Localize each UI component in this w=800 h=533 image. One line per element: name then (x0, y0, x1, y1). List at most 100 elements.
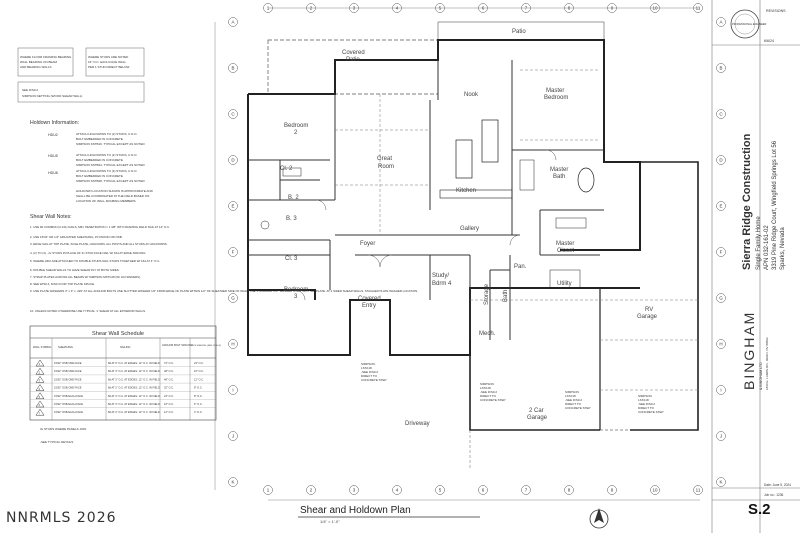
grid-bubble (228, 63, 238, 73)
simpson-callouts: SIMPSON LSTA18 -SEE D/S0.2 DIRECT TO CON… (361, 362, 664, 414)
schedule-cell: 48" O.C. (164, 369, 174, 373)
grid-bubble (478, 485, 488, 495)
svg-text:HDU5: HDU5 (48, 154, 58, 158)
shear-wall-schedule: Shear Wall Schedule WALL SYMBOL SHEATHIN… (29, 325, 221, 444)
grid-bubble (716, 293, 726, 303)
svg-text:Patio: Patio (346, 57, 360, 63)
grid-bubble-label: 5 (439, 488, 442, 493)
room-labels: Patio Covered Patio Nook Master Bedroom … (280, 29, 658, 427)
wall-symbol-icon (35, 359, 45, 367)
svg-text:Bedroom: Bedroom (544, 95, 568, 101)
svg-text:2. USE 15/32" OR 1/2" APA-RATE: 2. USE 15/32" OR 1/2" APA-RATED SHEATHIN… (30, 235, 123, 239)
grid-bubble (392, 485, 402, 495)
framing-notes: WHERE FLOOR FRAMING BEARING WALL BEARING… (17, 47, 145, 103)
svg-text:WHERE STUDS ARE NOTED: WHERE STUDS ARE NOTED (88, 55, 129, 59)
schedule-cell: 15/32" OSB ONE FACE (54, 361, 82, 365)
grid-bubble (349, 485, 359, 495)
svg-text:-SEE TYPICAL DETAILS: -SEE TYPICAL DETAILS (40, 440, 73, 444)
grid-bubble-label: I (232, 388, 233, 393)
room-nook: Nook (464, 92, 479, 98)
schedule-cell: 8" O.C. (194, 394, 203, 398)
holdown-title: Holdown Information: (30, 120, 79, 126)
svg-text:Bath: Bath (553, 174, 565, 180)
shear-wall-notes: Shear Wall Notes: 1. USE 8d COMMON (0.13… (30, 214, 418, 313)
svg-text:SIMPSON: SIMPSON (480, 382, 494, 386)
svg-text:NAILING: NAILING (120, 345, 130, 349)
room-two-car-garage: 2 Car (529, 408, 544, 414)
schedule-cell: 15/32" OSB EACH FACE (54, 402, 83, 406)
svg-text:1. USE 8d COMMON (0.131) NAILS: 1. USE 8d COMMON (0.131) NAILS, MIN. PEN… (30, 225, 170, 229)
room-b2: B. 2 (288, 195, 299, 201)
svg-text:ATTACH HOLDOWNS TO (2) STUDS,: ATTACH HOLDOWNS TO (2) STUDS, U.N.O. (76, 132, 137, 136)
svg-text:DIRECT TO: DIRECT TO (638, 406, 655, 410)
grid-bubble-label: K (231, 480, 234, 485)
svg-text:DIRECT TO: DIRECT TO (565, 402, 582, 406)
grid-bubble-label: 1 (267, 488, 270, 493)
room-master-bedroom: Master (546, 88, 564, 94)
svg-text:SIMPSON: SIMPSON (361, 362, 375, 366)
svg-text:PER 1 STUD DIRECT BELOW: PER 1 STUD DIRECT BELOW (88, 65, 129, 69)
schedule-cell: 15/32" OSB ONE FACE (54, 377, 82, 381)
grid-bubble-label: F (232, 250, 235, 255)
room-bath: Bath (503, 290, 509, 302)
grid-bubble (228, 385, 238, 395)
schedule-cell: 24" O.C. (194, 361, 204, 365)
svg-text:4. (2) TO (4) - 2x STUDS IN PL: 4. (2) TO (4) - 2x STUDS IN PLACE OF 3x … (30, 251, 146, 255)
svg-text:ATTACH HOLDOWNS TO (2) STUDS,: ATTACH HOLDOWNS TO (2) STUDS, U.N.O. (76, 153, 137, 157)
project-line-3: 3319 Pine Ridge Court, Wingfield Springs… (772, 140, 778, 270)
svg-text:LSTA18: LSTA18 (638, 398, 649, 402)
schedule-cell: 32" O.C. (164, 386, 174, 390)
firm-name: BINGHAM (741, 311, 757, 390)
svg-text:BOLT EMBEDDED IN CONCRETE: BOLT EMBEDDED IN CONCRETE (76, 158, 123, 162)
schedule-cell: 72" O.C. (164, 361, 174, 365)
schedule-cell: 6" O.C. (194, 402, 203, 406)
svg-text:AND BEARING WALLS: AND BEARING WALLS (20, 65, 52, 69)
grid-bubble (716, 155, 726, 165)
revisions-label: REVISIONS (766, 9, 786, 13)
svg-text:WHERE FLOOR FRAMING BEARING: WHERE FLOOR FRAMING BEARING (20, 55, 72, 59)
schedule-cell: 5 (39, 395, 41, 399)
room-covered-entry: Covered (358, 296, 381, 302)
grid-bubble (716, 247, 726, 257)
svg-text:Bdrm 4: Bdrm 4 (432, 281, 452, 287)
grid-bubble-label: 10 (652, 488, 658, 493)
north-arrow-icon (589, 508, 609, 529)
svg-text:10. UNLESS NOTED OTHERWISE USE: 10. UNLESS NOTED OTHERWISE USE TYPICAL '… (30, 309, 146, 313)
grid-bubble (607, 485, 617, 495)
svg-text:SIMPSON SSTB24, TYPICAL EXCEPT: SIMPSON SSTB24, TYPICAL EXCEPT AS NOTED (76, 163, 145, 167)
schedule-title: Shear Wall Schedule (92, 331, 144, 337)
wall-symbol-icon (35, 384, 45, 391)
svg-text:LSTA18: LSTA18 (361, 366, 372, 370)
svg-text:WALL SYMBOL: WALL SYMBOL (33, 345, 52, 349)
title-block: REVISIONS PROFESSIONAL ENGINEER 6/6/24 S… (730, 9, 791, 497)
schedule-cell: 3 (39, 379, 41, 383)
svg-text:DIRECT TO: DIRECT TO (480, 394, 497, 398)
drawing-scale: 1/4" = 1'-0" (320, 519, 340, 524)
svg-text:HOLDOWN LOCATION SHOWN IS APPR: HOLDOWN LOCATION SHOWN IS APPROXIMATE AN… (76, 189, 154, 193)
grid-bubble (228, 17, 238, 27)
grid-bubble-label: 11 (696, 488, 701, 493)
svg-text:ATTACH HOLDOWNS TO (3) STUDS,: ATTACH HOLDOWNS TO (3) STUDS, U.N.O. (76, 169, 137, 173)
schedule-cell: 15/32" OSB EACH FACE (54, 394, 83, 398)
svg-text:SHALL BE COORDINATED IN THE FI: SHALL BE COORDINATED IN THE FIELD BASED … (76, 194, 149, 198)
grid-bubble-label: C (231, 112, 235, 117)
wall-symbol-icon (35, 400, 45, 408)
schedule-cell: 4" O.C. (194, 410, 203, 414)
svg-text:9. USE PLATE WASHERS 3" x 3" x: 9. USE PLATE WASHERS 3" x 3" x .229" AT … (30, 289, 418, 293)
room-bedroom-2: Bedroom (284, 123, 308, 129)
grid-bubble-label: D (231, 158, 235, 163)
project-line-1: Single Family Home (756, 216, 762, 270)
svg-text:Garage: Garage (527, 415, 548, 421)
holdown-information: Holdown Information: HDU2 ATTACH HOLDOWN… (30, 120, 154, 203)
room-pantry: Pan. (514, 264, 527, 270)
schedule-cell: 8" O.C. (194, 386, 203, 390)
engineer-stamp (730, 9, 760, 39)
grid-bubble-label: K (719, 480, 722, 485)
svg-text:SIMPSON SSTB16, TYPICAL EXCEPT: SIMPSON SSTB16, TYPICAL EXCEPT AS NOTED (76, 142, 145, 146)
svg-text:SIMPSON NETTING (WOOD SHEAR WA: SIMPSON NETTING (WOOD SHEAR WALL) (22, 94, 82, 98)
room-gallery: Gallery (460, 226, 479, 232)
svg-text:HDU8: HDU8 (48, 171, 58, 175)
